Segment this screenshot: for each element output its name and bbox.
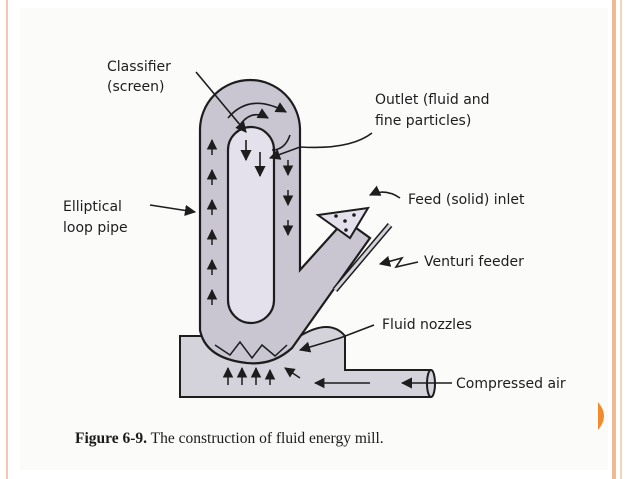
label-classifier-sub: (screen) <box>107 79 164 95</box>
accent-marker <box>598 402 604 430</box>
right-border <box>612 0 616 479</box>
label-feed-inlet: Feed (solid) inlet <box>408 192 525 208</box>
label-compressed-air: Compressed air <box>456 376 566 392</box>
left-border <box>6 0 8 479</box>
figure-caption: Figure 6-9. The construction of fluid en… <box>75 430 384 447</box>
label-outlet-sub: fine particles) <box>375 113 471 129</box>
label-outlet: Outlet (fluid and <box>375 92 490 108</box>
label-classifier: Classifier <box>107 59 171 75</box>
label-fluid-nozzles: Fluid nozzles <box>382 317 472 333</box>
nozzles <box>214 340 370 389</box>
leader-arrows <box>149 71 452 389</box>
caption-text: The construction of fluid energy mill. <box>147 430 384 447</box>
label-venturi-feeder: Venturi feeder <box>424 254 524 270</box>
label-elliptical: Elliptical <box>63 199 122 215</box>
label-loop-pipe: loop pipe <box>63 220 128 236</box>
right-border-inner <box>620 0 622 479</box>
caption-number: Figure 6-9. <box>75 430 147 447</box>
venturi-feeder <box>315 206 393 292</box>
